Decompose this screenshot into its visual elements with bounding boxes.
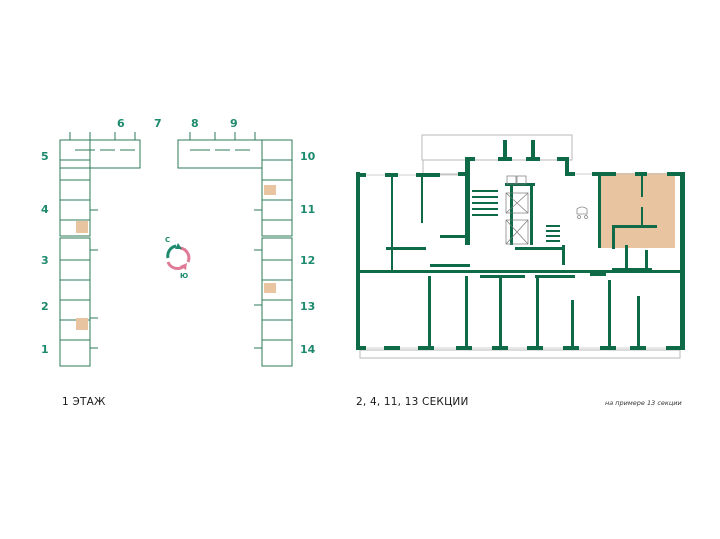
section-label-13: 13 bbox=[300, 300, 316, 313]
section-label-11: 11 bbox=[300, 203, 316, 216]
section-label-5: 5 bbox=[41, 150, 49, 163]
section-label-14: 14 bbox=[300, 343, 316, 356]
floor-plan-caption: 2, 4, 11, 13 СЕКЦИИ bbox=[356, 396, 469, 408]
section-label-4: 4 bbox=[41, 203, 49, 216]
section-label-6: 6 bbox=[117, 117, 125, 130]
section-label-8: 8 bbox=[191, 117, 199, 130]
compass-icon bbox=[166, 243, 191, 271]
floor-plan-note: на примере 13 секции bbox=[605, 399, 682, 407]
highlight-apartments bbox=[76, 185, 276, 330]
stroller-icon bbox=[576, 206, 588, 219]
section-label-12: 12 bbox=[300, 254, 316, 267]
section-label-1: 1 bbox=[41, 343, 49, 356]
site-plan-caption: 1 ЭТАЖ bbox=[62, 396, 106, 408]
highlighted-apartment bbox=[598, 173, 675, 248]
section-label-9: 9 bbox=[230, 117, 238, 130]
section-label-10: 10 bbox=[300, 150, 316, 163]
section-label-3: 3 bbox=[41, 254, 49, 267]
section-label-7: 7 bbox=[154, 117, 162, 130]
compass-north-label: С bbox=[165, 236, 171, 244]
section-label-2: 2 bbox=[41, 300, 49, 313]
compass-south-label: Ю bbox=[180, 272, 189, 280]
